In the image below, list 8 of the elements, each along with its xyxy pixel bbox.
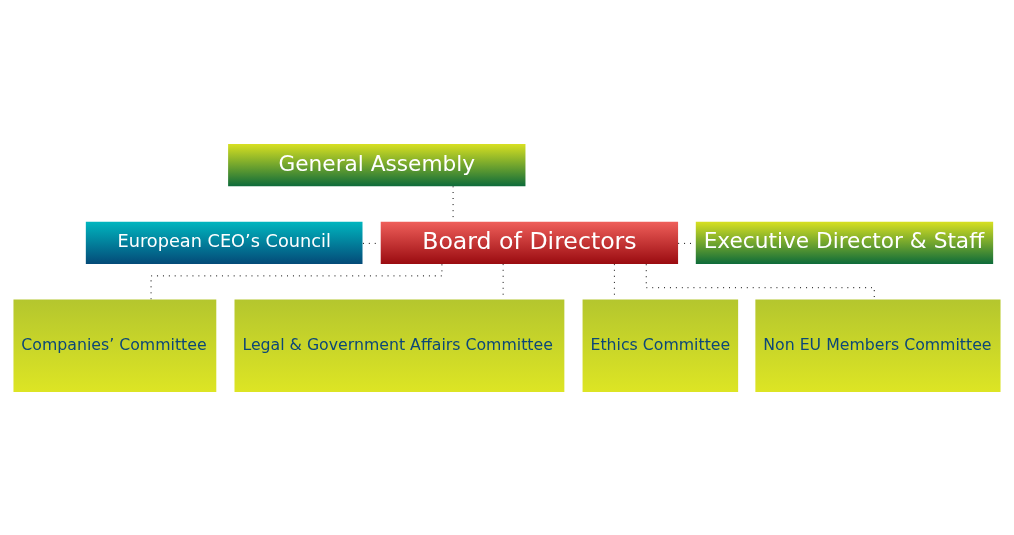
node-box: Board of Directors [380, 221, 679, 264]
node-box: Legal & Government Affairs Committee [234, 299, 565, 392]
node-box: Executive Director & Staff [695, 221, 994, 264]
node-box: European CEO’s Council [85, 221, 363, 264]
node-box: Companies’ Committee [13, 299, 217, 392]
node-box: General Assembly [228, 143, 526, 186]
node-box: Ethics Committee [582, 299, 739, 392]
node-box: Non EU Members Committee [755, 299, 1001, 392]
